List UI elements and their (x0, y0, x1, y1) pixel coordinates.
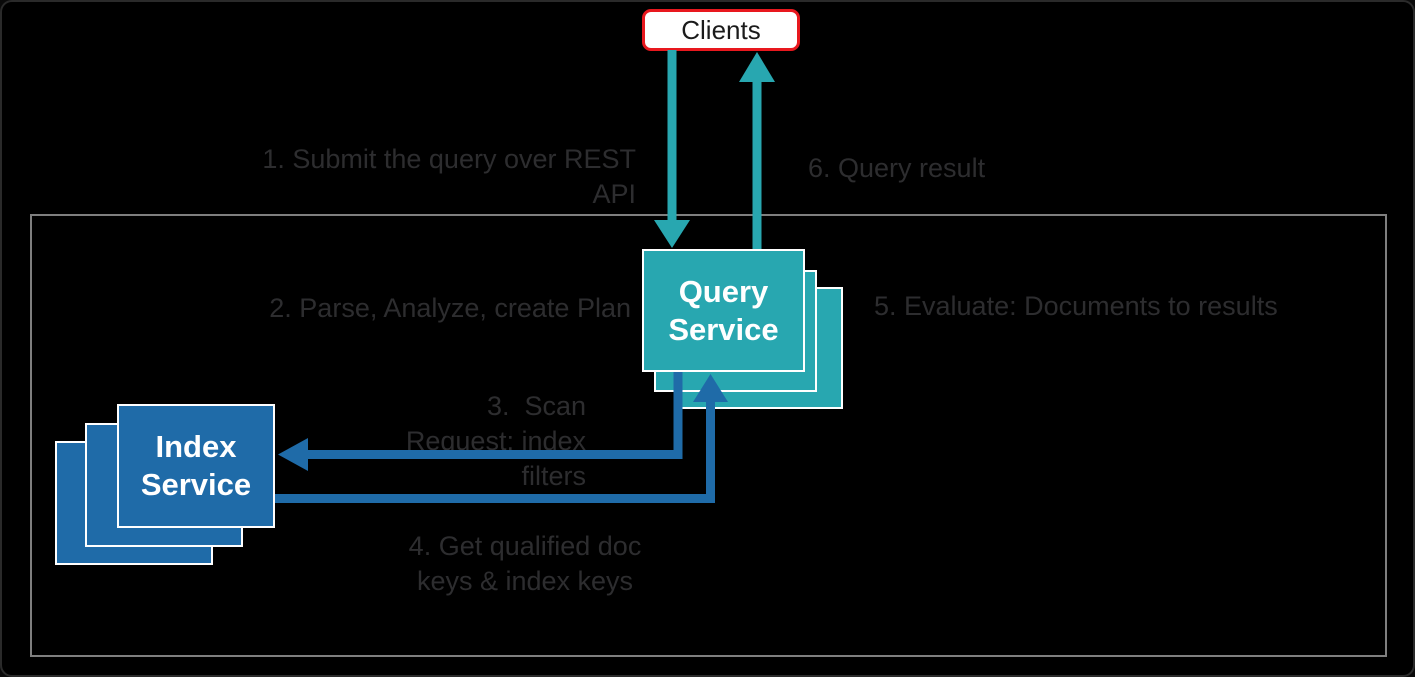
clients-node: Clients (642, 9, 800, 51)
services-boundary-rect (30, 214, 1387, 657)
step-2-label: 2. Parse, Analyze, create Plan (269, 293, 631, 323)
index-service-label: Index Service (140, 429, 252, 502)
step-4-label: 4. Get qualified doc keys & index keys (408, 531, 642, 597)
step-3-label: 3. Scan Request; index filters (405, 391, 586, 492)
step-6-label: 6. Query result (808, 153, 986, 183)
step-1-label: 1. Submit the query over REST API (262, 144, 636, 210)
clients-node-label: Clients (681, 14, 761, 45)
query-service-label: Query Service (668, 273, 779, 347)
arrow-query-result-head (739, 52, 775, 82)
query-service-node: Query Service (642, 249, 805, 372)
step-5-label: 5. Evaluate: Documents to results (874, 291, 1278, 321)
index-service-node: Index Service (117, 404, 275, 528)
